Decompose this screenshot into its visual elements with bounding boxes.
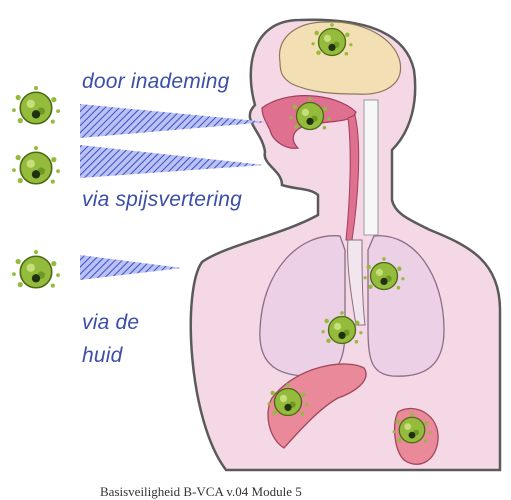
microbe-icon [12, 250, 60, 288]
exposure-cone-icon [80, 255, 182, 280]
route-label-skin-line2: huid [82, 344, 123, 368]
microbe-icon [12, 146, 60, 184]
exposure-cone-icon [80, 104, 268, 138]
route-label-inhalation: door inademing [82, 70, 230, 94]
exposure-cone-icon [80, 145, 264, 178]
route-label-skin-line1: via de [82, 311, 139, 335]
route-label-digestion: via spijsvertering [82, 188, 242, 212]
footer-caption: Basisveiligheid B-VCA v.04 Module 5 [100, 484, 302, 500]
microbe-icon [12, 86, 60, 124]
